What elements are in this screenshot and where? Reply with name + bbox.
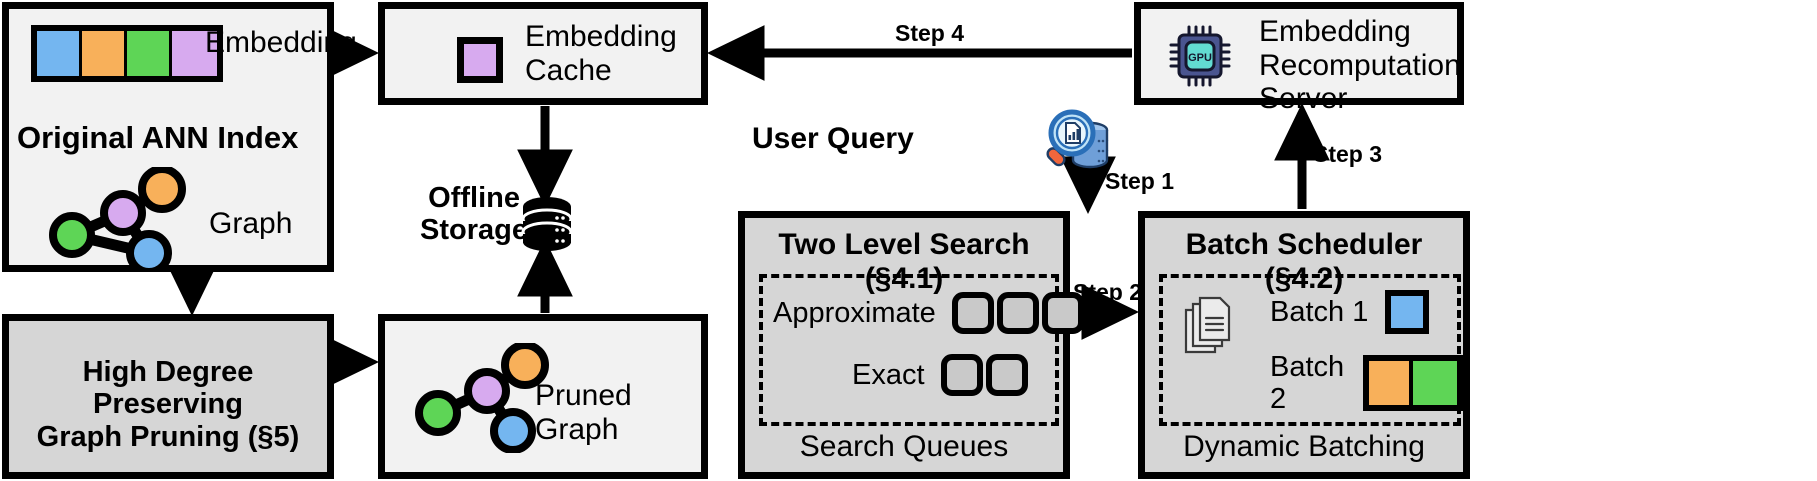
pruned-graph-box: Pruned Graph <box>378 314 708 479</box>
batch-row-1: Batch 1 <box>1270 290 1430 334</box>
exact-slot[interactable] <box>940 354 983 396</box>
batch-1-label: Batch 1 <box>1270 295 1369 328</box>
search-queues-group <box>759 274 1059 426</box>
batch-scheduler-title: Batch Scheduler (§4.2) <box>1185 228 1423 295</box>
original-ann-index-box: Embedding Original ANN Index Graph <box>2 2 357 272</box>
dynamic-batching-group <box>1159 274 1461 426</box>
step-1-label: Step 1 <box>1105 168 1175 194</box>
pruned-graph-label: Pruned Graph <box>535 379 632 446</box>
graph-pruning-label: High Degree Preserving Graph Pruning (§5… <box>36 356 300 453</box>
recomputation-server-label: Embedding Recomputation Server <box>1259 15 1461 116</box>
original-graph-illustration <box>49 167 186 272</box>
approximate-slot[interactable] <box>951 292 994 334</box>
database-icon <box>521 197 573 251</box>
ann-index-title: Original ANN Index <box>17 120 299 155</box>
batch-2-item-orange <box>1369 361 1413 406</box>
search-queues-footer: Search Queues <box>799 430 1009 463</box>
query-search-database-icon <box>1046 109 1109 169</box>
two-level-search-box: Two Level Search (§4.1) Approximate Exac… <box>738 211 1084 479</box>
batch-scheduler-box: Batch Scheduler (§4.2) Batch 1 Batch 2 <box>1138 211 1470 479</box>
embedding-cell-blue <box>37 31 82 76</box>
approximate-slot[interactable] <box>996 292 1039 334</box>
embedding-cache-box: Embedding Cache <box>378 2 708 105</box>
gpu-icon-text: GPU <box>1188 52 1212 64</box>
embedding-cache-label: Embedding Cache <box>525 20 677 87</box>
embedding-cell-orange <box>82 31 127 76</box>
embedding-cell-purple <box>172 31 217 76</box>
embedding-vector-strip <box>31 25 223 82</box>
offline-storage-label: Offline Storage <box>420 182 528 247</box>
exact-label: Exact <box>852 358 925 391</box>
embedding-label: Embedding <box>205 26 357 59</box>
embedding-cell-green <box>127 31 172 76</box>
approximate-label: Approximate <box>773 296 936 329</box>
approximate-slot[interactable] <box>1041 292 1084 334</box>
graph-pruning-box: High Degree Preserving Graph Pruning (§5… <box>2 314 334 479</box>
batch-2-label: Batch 2 <box>1270 351 1345 416</box>
batch-1-item-blue <box>1385 290 1430 334</box>
exact-queue-row: Exact <box>852 354 1028 396</box>
batch-2-item-green <box>1413 361 1457 406</box>
two-level-search-title: Two Level Search (§4.1) <box>778 228 1030 295</box>
batch-row-2: Batch 2 <box>1270 351 1463 416</box>
step-2-label: Step 2 <box>1073 279 1143 305</box>
user-query-label: User Query <box>752 122 914 155</box>
approximate-queue-row: Approximate <box>773 292 1084 334</box>
documents-icon <box>1184 296 1231 354</box>
exact-slot[interactable] <box>985 354 1028 396</box>
cache-embedding-swatch <box>457 37 503 83</box>
batch-2-items <box>1363 355 1463 412</box>
dynamic-batching-footer: Dynamic Batching <box>1183 430 1425 463</box>
pruned-graph-illustration <box>415 343 549 453</box>
embedding-recomputation-server-box: GPU Embedding Recomputation Server <box>1134 2 1464 115</box>
step-4-label: Step 4 <box>895 20 965 46</box>
step-3-label: Step 3 <box>1313 141 1383 167</box>
graph-label: Graph <box>209 207 293 240</box>
gpu-chip-icon: GPU <box>1169 25 1231 87</box>
